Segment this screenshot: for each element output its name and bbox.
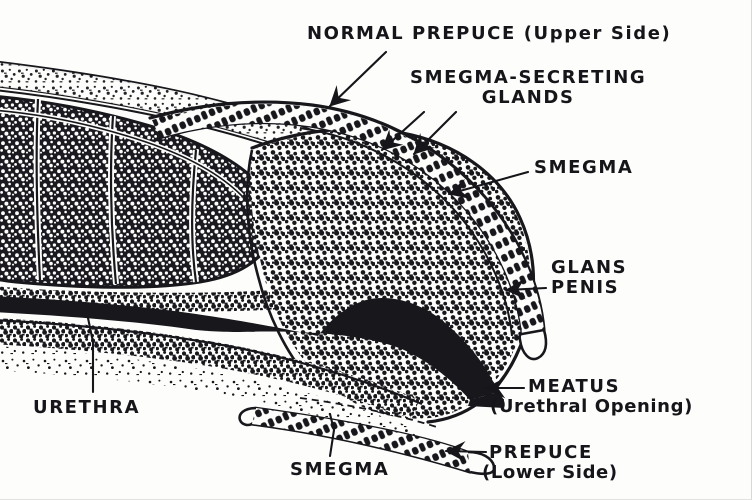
label-smegma-lower: SMEGMA — [290, 459, 390, 480]
leader-glands-a — [380, 110, 426, 152]
penis-cross-section — [0, 61, 548, 476]
leader-glans-penis — [504, 278, 548, 300]
prepuce-upper-side — [148, 100, 548, 361]
label-glans-penis: GLANS PENIS — [551, 257, 628, 299]
label-prepuce-lower-line2: (Lower Side) — [482, 462, 618, 484]
leader-lines — [86, 50, 548, 462]
label-smegma-secreting-glands: SMEGMA-SECRETING GLANDS — [410, 67, 647, 109]
leader-urethra — [86, 316, 95, 394]
leader-prepuce-lower — [444, 441, 488, 462]
leader-smegma-right — [447, 170, 530, 199]
label-meatus-line2: (Urethral Opening) — [490, 396, 693, 418]
label-glans-line1: GLANS — [551, 257, 628, 278]
leader-normal-prepuce — [328, 50, 388, 108]
label-prepuce-lower-line1: PREPUCE — [489, 442, 593, 463]
label-urethra: URETHRA — [33, 397, 141, 418]
leader-glands-b — [412, 110, 458, 156]
label-glands-line1: SMEGMA-SECRETING — [410, 67, 647, 88]
label-prepuce-lower: PREPUCE (Lower Side) — [482, 442, 618, 483]
label-smegma-upper: SMEGMA — [534, 157, 634, 178]
smegma-upper-pocket — [299, 127, 513, 337]
label-normal-prepuce: NORMAL PREPUCE (Upper Side) — [307, 23, 672, 44]
label-glans-line2: PENIS — [551, 277, 620, 299]
leader-smegma-bottom — [328, 412, 336, 458]
label-glands-line2: GLANDS — [481, 87, 575, 109]
label-meatus: MEATUS (Urethral Opening) — [490, 376, 693, 417]
corpora-cavernosa — [0, 95, 276, 289]
label-meatus-line1: MEATUS — [528, 376, 621, 397]
